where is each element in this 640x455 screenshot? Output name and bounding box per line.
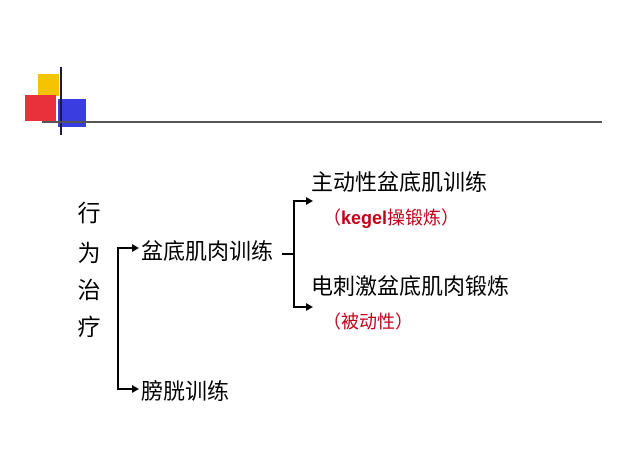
arrow-to-electrical — [306, 303, 313, 311]
passive-note: （被动性） — [323, 312, 413, 333]
arrow-to-pelvic — [132, 244, 139, 252]
kegel-note-close: ） — [441, 208, 460, 229]
kegel-note-latin: kegel — [341, 208, 388, 228]
kegel-note-open: （ — [323, 208, 341, 229]
ornament-yellow-square — [38, 74, 59, 96]
root-bracket-top-stub — [117, 247, 133, 249]
pelvic-floor-training-label: 盆底肌肉训练 — [141, 240, 274, 265]
arrow-to-bladder — [132, 385, 139, 393]
pelvic-connector — [282, 253, 295, 255]
kegel-note: （kegel操锻炼） — [323, 207, 459, 230]
active-training-label: 主动性盆底肌训练 — [311, 171, 488, 196]
pelvic-bracket-bottom-stub — [293, 306, 307, 308]
root-char: 为 — [77, 241, 101, 267]
kegel-note-cjk: 操锻炼 — [387, 208, 442, 229]
root-label: 行 为 治 疗 — [76, 201, 102, 352]
root-char: 治 — [77, 278, 101, 304]
pelvic-bracket-top-stub — [293, 200, 307, 202]
ornament-red-square — [25, 95, 56, 121]
arrow-to-active — [306, 197, 313, 205]
ornament-vertical-line — [60, 67, 62, 135]
root-bracket-vertical — [117, 248, 119, 389]
bladder-training-label: 膀胱训练 — [141, 380, 230, 405]
electrical-stimulation-label: 电刺激盆底肌肉锻炼 — [311, 275, 510, 300]
root-char: 疗 — [77, 315, 101, 341]
root-bracket-bottom-stub — [117, 388, 133, 390]
pelvic-bracket-vertical — [293, 201, 295, 308]
root-char: 行 — [77, 201, 101, 227]
title-divider-line — [42, 121, 602, 123]
